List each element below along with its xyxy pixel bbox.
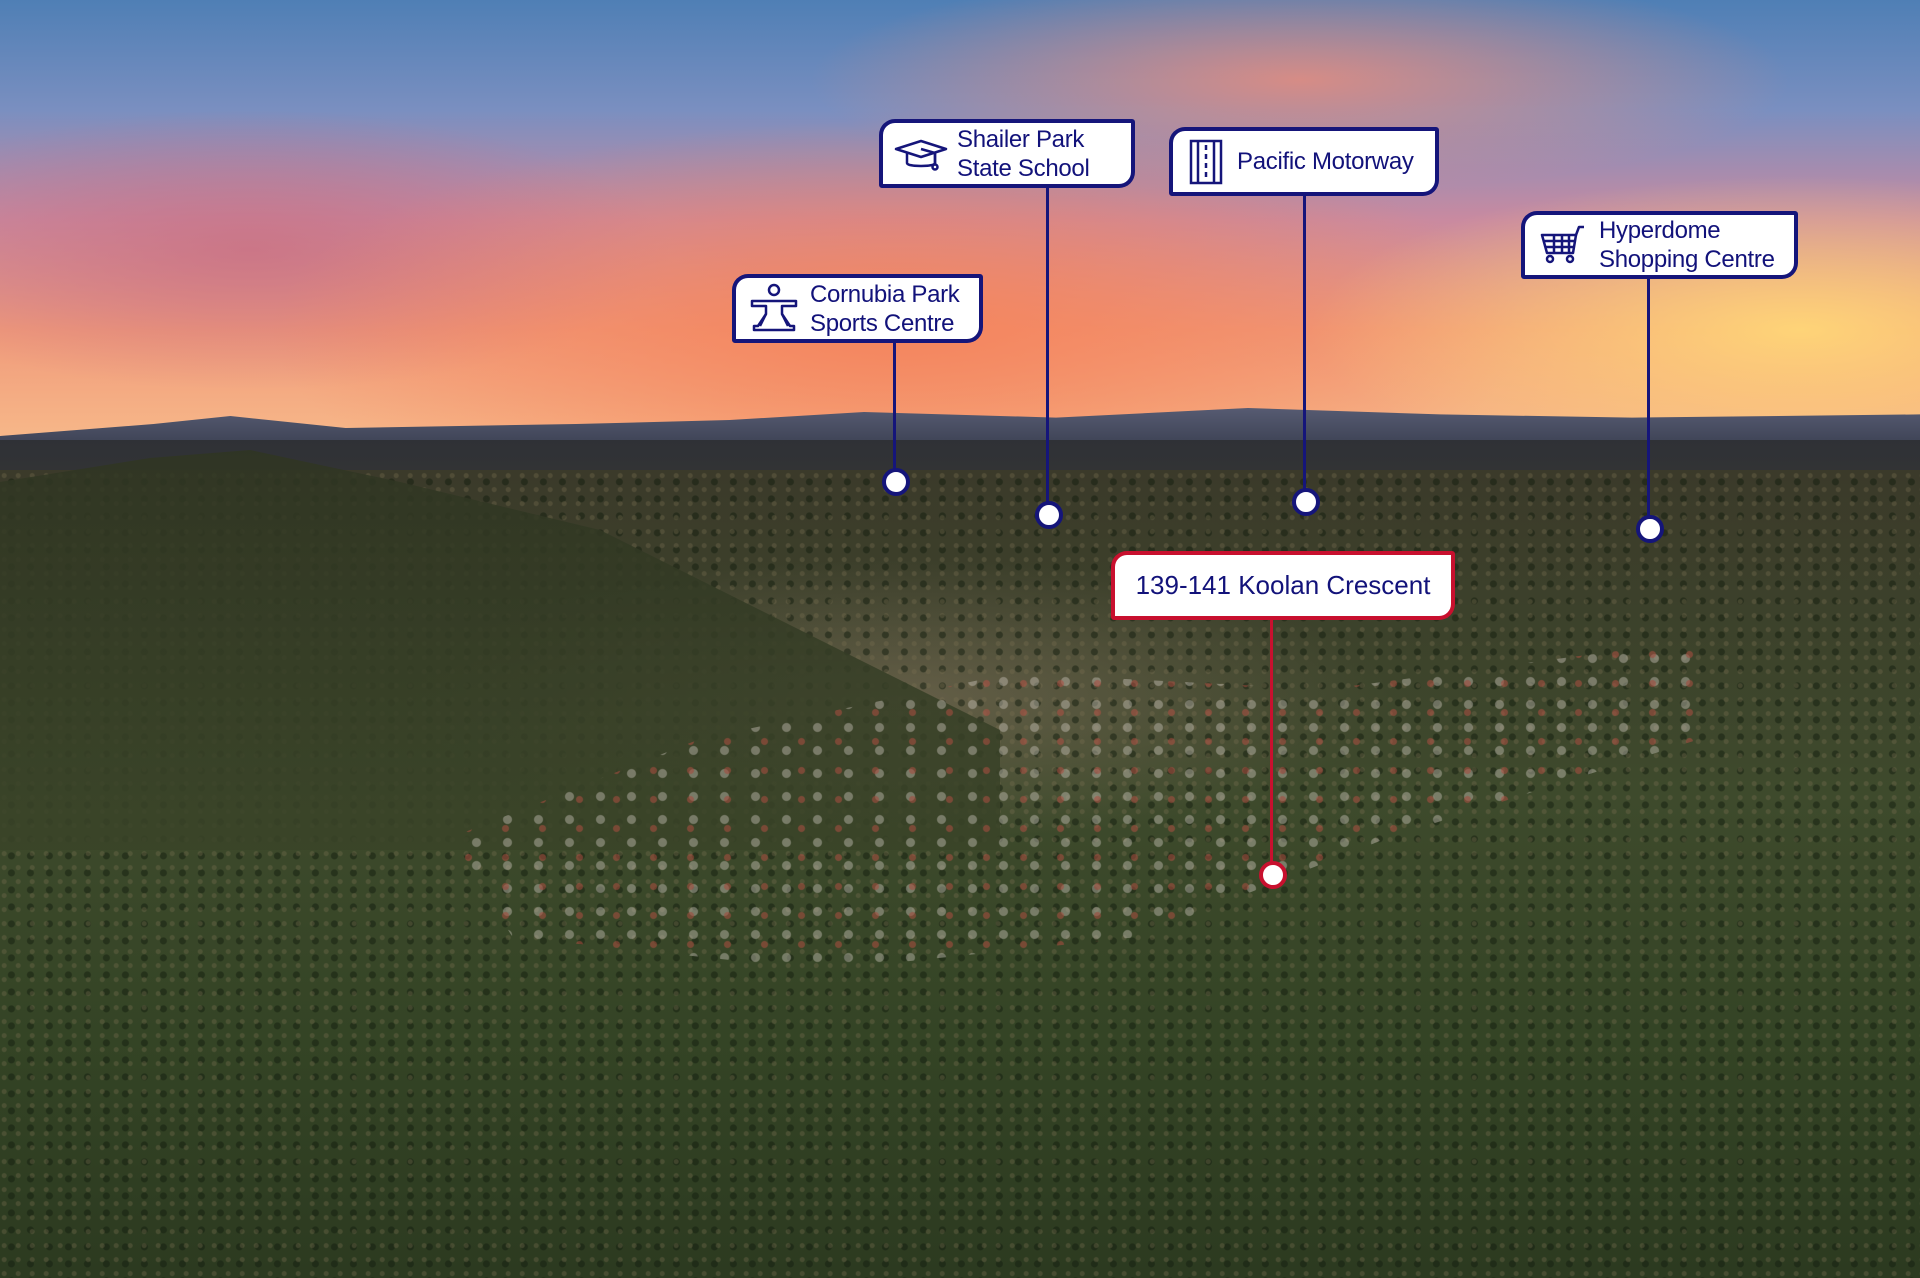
poi-name-line: Cornubia Park: [810, 280, 960, 308]
road-icon: [1181, 139, 1231, 185]
shopping-cart-icon: [1533, 225, 1593, 265]
graduation-cap-icon: [891, 137, 951, 171]
pointer-line-pacific: [1303, 196, 1306, 496]
location-dot-property: [1259, 861, 1287, 889]
poi-name-line: State School: [957, 154, 1090, 182]
poi-name-line: Pacific Motorway: [1237, 148, 1414, 175]
pointer-line-property: [1270, 620, 1273, 865]
poi-name-line: Shopping Centre: [1599, 246, 1775, 273]
location-dot-hyperdome: [1636, 515, 1664, 543]
pointer-line-cornubia: [893, 343, 896, 473]
poi-label-pacific: Pacific Motorway: [1169, 127, 1439, 196]
location-dot-cornubia: [882, 468, 910, 496]
poi-name-line: Sports Centre: [810, 309, 955, 337]
property-label: 139-141 Koolan Crescent: [1111, 551, 1455, 620]
property-address: 139-141 Koolan Crescent: [1135, 570, 1431, 600]
pointer-line-hyperdome: [1647, 279, 1650, 519]
poi-name-line: Hyperdome: [1599, 217, 1721, 244]
location-dot-shailer: [1035, 501, 1063, 529]
sports-person-icon: [744, 283, 804, 335]
poi-name-line: Shailer Park: [957, 125, 1085, 153]
location-dot-pacific: [1292, 488, 1320, 516]
pointer-line-shailer: [1046, 188, 1049, 508]
